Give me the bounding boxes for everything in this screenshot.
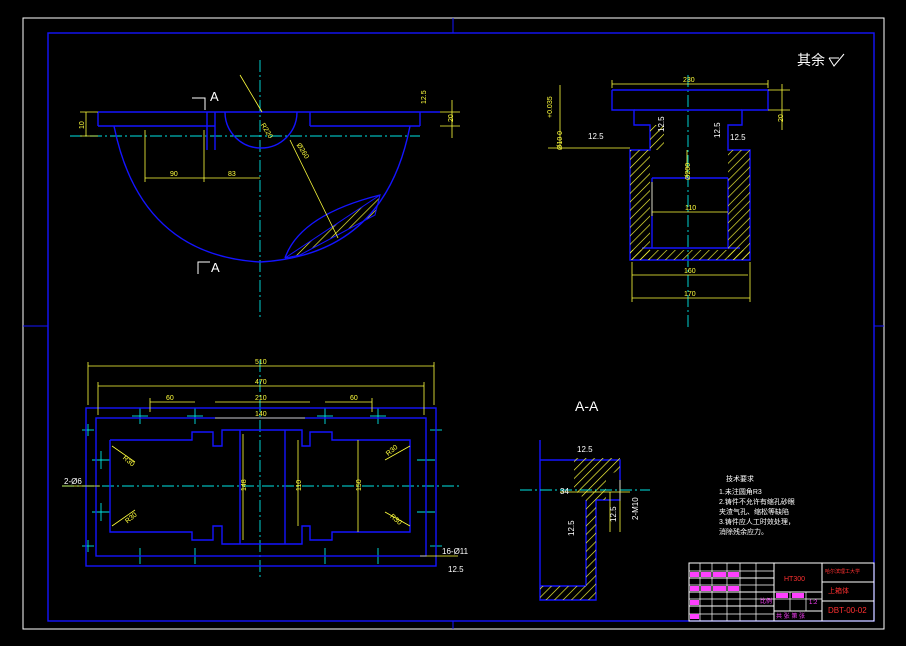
dim-170: 170 [684, 291, 696, 298]
aa-section-view: 34 2-M10 12.5 12.5 12.5 [520, 440, 650, 601]
title-block: HT300 哈尔滨理工大学 上箱体 DBT-00-02 比例 1:2 共 张 第… [688, 562, 875, 622]
dim-150: 150 [356, 479, 363, 491]
dim-tolerance: +0.035 [547, 96, 554, 118]
dim-210: 210 [255, 395, 267, 402]
dim-20: 20 [448, 114, 455, 122]
sheet-label: 共 张 第 张 [776, 612, 805, 620]
dim-60-right: 60 [350, 395, 358, 402]
dim-phi200: Ø200 [685, 163, 692, 180]
dim-phi10: Ø10 0 [557, 131, 564, 150]
roughness-other-label: 其余 [797, 52, 825, 68]
dim-230: 230 [683, 77, 695, 84]
drawing-number-label: DBT-00-02 [828, 606, 867, 615]
material-label: HT300 [784, 576, 805, 583]
notes-line-1: 1.未注圆角R3 [719, 487, 762, 496]
aa-dim-34: 34 [560, 487, 569, 496]
roughness-symbol-icon [828, 53, 845, 67]
dim-510: 510 [255, 359, 267, 366]
roughness-left: 12.5 [588, 132, 604, 141]
roughness-mid: 12.5 [657, 116, 666, 132]
section-mark-bottom: A [211, 260, 220, 275]
dim-160: 160 [684, 268, 696, 275]
part-name-label: 上箱体 [828, 586, 849, 595]
scale-value: 1:2 [809, 600, 818, 606]
notes-line-4: 3.铸件应人工时效处理， [719, 517, 795, 526]
dim-90: 90 [170, 171, 178, 178]
aa-roughness-right: 12.5 [609, 506, 618, 522]
aa-roughness-left: 12.5 [567, 520, 576, 536]
dim-20-top: 20 [778, 114, 785, 122]
front-section-view: 230 20 +0.035 Ø10 0 Ø200 110 160 170 12.… [547, 75, 790, 330]
scale-label: 比例 [760, 597, 772, 605]
dim-83: 83 [228, 171, 236, 178]
holes-left-label: 2-Ø6 [64, 477, 82, 486]
holes-right-label: 16-Ø11 [442, 547, 469, 556]
dim-60-left: 60 [166, 395, 174, 402]
notes-line-5: 消除残余应力。 [719, 527, 768, 536]
aa-roughness-top: 12.5 [577, 445, 593, 454]
notes-line-2: 2.铸件不允许有缩孔砂眼 [719, 497, 795, 506]
dim-10: 10 [79, 121, 86, 129]
bottom-roughness: 12.5 [448, 565, 464, 574]
roughness-right-2: 12.5 [730, 133, 746, 142]
bottom-view: 510 470 60 60 210 140 148 110 150 R30 R3… [62, 359, 469, 580]
roughness-right: 12.5 [713, 122, 722, 138]
dim-110: 110 [296, 480, 303, 491]
section-aa-title: A-A [575, 398, 599, 414]
sheet-border [22, 17, 885, 630]
aa-dim-m10: 2-M10 [631, 497, 640, 520]
section-mark-top: A [210, 89, 219, 104]
dim-470: 470 [255, 379, 267, 386]
dim-140: 140 [255, 411, 267, 418]
notes-line-3: 夹渣气孔、缩松等缺陷 [719, 507, 789, 516]
technical-notes: 技术要求 1.未注圆角R3 2.铸件不允许有缩孔砂眼 夹渣气孔、缩松等缺陷 3.… [719, 474, 795, 536]
dim-110: 110 [685, 205, 696, 212]
school-label: 哈尔滨理工大学 [825, 568, 860, 575]
notes-title: 技术要求 [726, 474, 754, 483]
dim-148: 148 [241, 479, 248, 491]
roughness-12-5: 12.5 [421, 90, 428, 104]
